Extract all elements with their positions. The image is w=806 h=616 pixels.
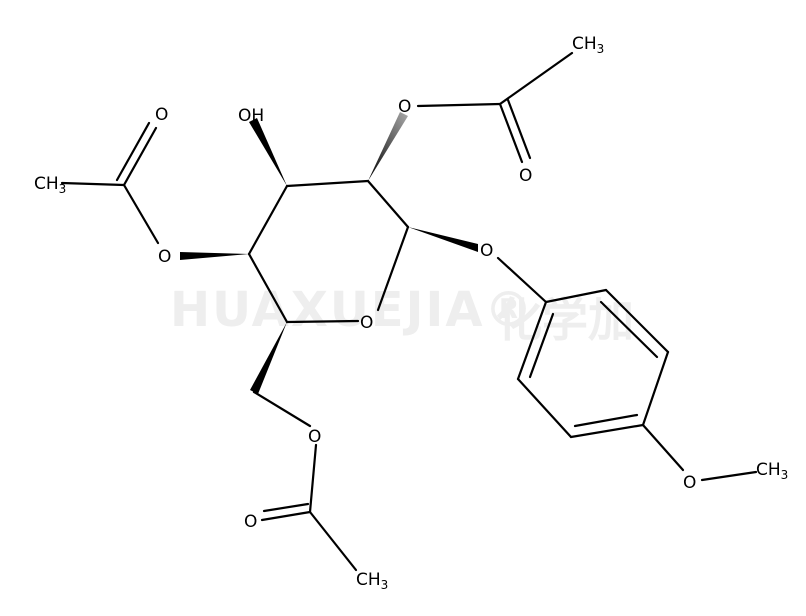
wedge-c5-ch2 bbox=[250, 322, 287, 394]
wedge-c3-oh bbox=[249, 118, 287, 186]
benzene-ring bbox=[516, 288, 670, 439]
bond-c-o-acetyl1-b bbox=[506, 98, 532, 160]
label-ch3-1: CH3 bbox=[572, 34, 604, 56]
bond-o-c-acetyl1 bbox=[416, 102, 502, 108]
bond-c-ch3-acetyl1 bbox=[498, 51, 574, 106]
bond-c3-c4 bbox=[247, 184, 289, 256]
wedge-c4-o bbox=[180, 252, 249, 260]
label-o-carbonyl-1: O bbox=[519, 166, 532, 186]
watermark-text: HUAXUEJIA® bbox=[170, 282, 535, 338]
bond-c-ch3-acetyl3 bbox=[308, 510, 358, 572]
bond-c-o-acetyl2-a bbox=[122, 126, 158, 187]
label-ch3-3: CH3 bbox=[356, 570, 388, 592]
label-o-ring: O bbox=[360, 313, 373, 333]
label-ch3-4: CH3 bbox=[756, 460, 788, 482]
label-o-carbonyl-3: O bbox=[244, 512, 257, 532]
label-o-ester-c4: O bbox=[158, 247, 171, 267]
bond-c1-c2 bbox=[366, 179, 410, 229]
bond-c5-oring bbox=[285, 319, 360, 324]
bond-o-c-acetyl2 bbox=[122, 183, 160, 245]
label-o-methoxy: O bbox=[683, 473, 696, 493]
bond-c4-c5 bbox=[247, 252, 289, 324]
bond-oring-c1 bbox=[376, 225, 410, 312]
bond-c2-c3 bbox=[285, 179, 370, 188]
bond-c-o-acetyl2-b bbox=[115, 121, 151, 182]
watermark-cn-text: 化学加 bbox=[496, 293, 634, 347]
label-oh: OH bbox=[238, 106, 264, 126]
label-o-carbonyl-2: O bbox=[155, 105, 168, 125]
label-o-aryl: O bbox=[480, 241, 493, 261]
bond-c-ch3-acetyl2 bbox=[60, 181, 126, 187]
label-o-ester-c2: O bbox=[398, 97, 411, 117]
bond-c-o-acetyl3-a bbox=[260, 510, 312, 522]
label-ch3-2: CH3 bbox=[34, 174, 66, 196]
bond-o-c-acetyl3 bbox=[308, 443, 318, 514]
hash-c2-o bbox=[368, 112, 408, 181]
wedge-c1-o bbox=[408, 227, 478, 252]
bond-ometh-ch3 bbox=[700, 470, 758, 482]
label-o-ester-c6: O bbox=[308, 427, 321, 447]
bond-ch2-o bbox=[252, 390, 312, 428]
bond-c-o-acetyl3-b bbox=[262, 502, 310, 513]
bond-o-aryl bbox=[496, 256, 548, 304]
pyranose-ring bbox=[247, 179, 410, 324]
bond-aryl-ometh bbox=[641, 423, 685, 472]
bond-c-o-acetyl1-a bbox=[498, 102, 524, 164]
